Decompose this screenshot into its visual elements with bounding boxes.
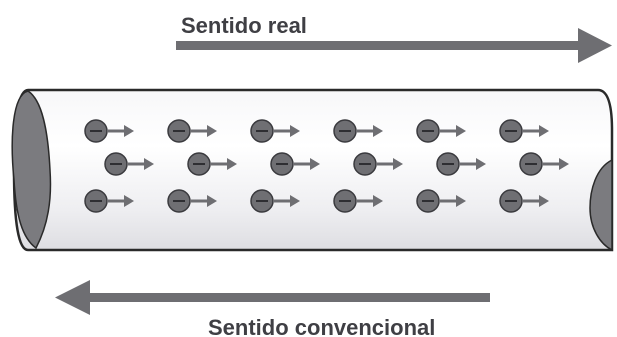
wire-left-end — [11, 90, 52, 250]
electron-arrow-head — [124, 195, 134, 207]
electron — [187, 152, 237, 176]
top-label: Sentido real — [181, 13, 307, 38]
electron — [416, 119, 466, 143]
electron-arrow-head — [373, 125, 383, 137]
electron — [167, 119, 217, 143]
electron — [250, 189, 300, 213]
electron — [84, 119, 134, 143]
electron-group — [84, 119, 569, 213]
electron — [84, 189, 134, 213]
conventional-direction-arrow — [55, 280, 490, 315]
electron-arrow-head — [373, 195, 383, 207]
electron-arrow-head — [539, 195, 549, 207]
electron-arrow-head — [456, 125, 466, 137]
electron-arrow-head — [310, 158, 320, 170]
electron-arrow-head — [559, 158, 569, 170]
electron — [499, 119, 549, 143]
electron — [270, 152, 320, 176]
electron-arrow-head — [124, 125, 134, 137]
electron-arrow-head — [290, 125, 300, 137]
electron — [416, 189, 466, 213]
bottom-label: Sentido convencional — [208, 315, 435, 337]
electron-arrow-head — [207, 125, 217, 137]
electron-arrow-head — [456, 195, 466, 207]
electron-arrow-head — [207, 195, 217, 207]
electron — [250, 119, 300, 143]
electron — [499, 189, 549, 213]
electron — [333, 119, 383, 143]
wire-right-end — [589, 158, 613, 252]
electron — [436, 152, 486, 176]
electron — [519, 152, 569, 176]
electron-arrow-head — [144, 158, 154, 170]
electron-arrow-head — [476, 158, 486, 170]
electron-arrow-head — [227, 158, 237, 170]
electron — [353, 152, 403, 176]
electron-arrow-head — [393, 158, 403, 170]
electron — [104, 152, 154, 176]
real-direction-arrow — [176, 28, 612, 63]
electron-arrow-head — [539, 125, 549, 137]
electron-arrow-head — [290, 195, 300, 207]
electron — [333, 189, 383, 213]
electron — [167, 189, 217, 213]
